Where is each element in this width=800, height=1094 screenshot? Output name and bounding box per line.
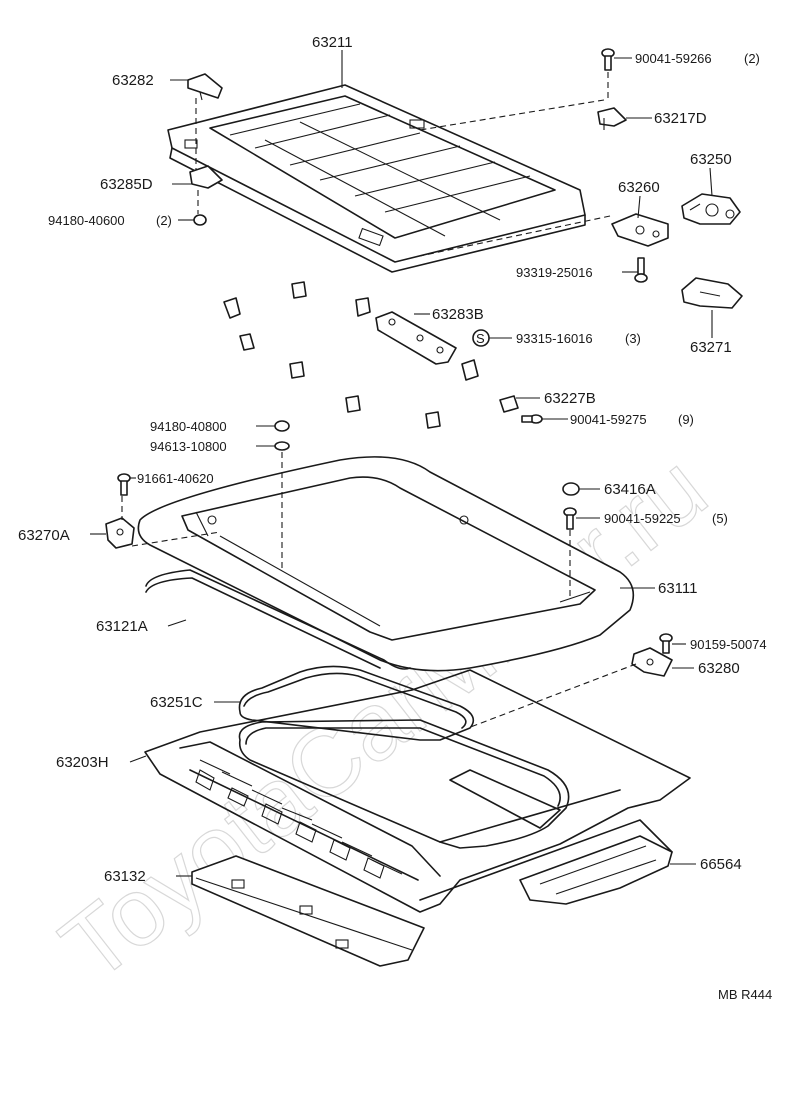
part-63111-housing bbox=[137, 456, 635, 672]
part-90041-59225-screw bbox=[563, 507, 577, 530]
part-63270A-bracket bbox=[105, 517, 135, 549]
part-63211-frame bbox=[167, 84, 586, 273]
part-94180-40600-nut bbox=[193, 214, 207, 226]
label-66564: 66564 bbox=[700, 856, 742, 873]
part-63416A-cap bbox=[562, 482, 580, 496]
label-63271: 63271 bbox=[690, 339, 732, 356]
label-91661-40620: 91661-40620 bbox=[137, 471, 214, 486]
label-63217D: 63217D bbox=[654, 110, 707, 127]
label-94180-40800: 94180-40800 bbox=[150, 419, 227, 434]
figure-code: MB R444 bbox=[718, 987, 772, 1002]
part-63250-motor bbox=[681, 193, 741, 225]
part-63285D-bracket bbox=[189, 165, 223, 189]
leader-lines bbox=[90, 50, 713, 877]
label-63111: 63111 bbox=[658, 580, 698, 597]
small-brackets-63227B bbox=[223, 281, 519, 429]
part-91661-40620-screw bbox=[117, 473, 131, 496]
part-63217D-bracket bbox=[597, 107, 627, 130]
label-90041-59266: 90041-59266 bbox=[635, 51, 712, 66]
label-63283B: 63283B bbox=[432, 306, 484, 323]
label-90041-59275-qty: (9) bbox=[678, 412, 694, 427]
part-94180-40800-nut bbox=[274, 420, 290, 432]
label-s-mark: S bbox=[476, 331, 485, 346]
label-63416A: 63416A bbox=[604, 481, 656, 498]
label-90041-59275: 90041-59275 bbox=[570, 412, 647, 427]
label-93315-16016: 93315-16016 bbox=[516, 331, 593, 346]
label-63121A: 63121A bbox=[96, 618, 148, 635]
label-63270A: 63270A bbox=[18, 527, 70, 544]
label-63250: 63250 bbox=[690, 151, 732, 168]
part-labels: 63211 63282 90041-59266 (2) 63217D 63250… bbox=[18, 34, 772, 1002]
part-94613-10800-washer bbox=[274, 441, 290, 451]
label-94180-40600: 94180-40600 bbox=[48, 213, 125, 228]
part-63283B-rail bbox=[375, 311, 457, 365]
label-93315-16016-qty: (3) bbox=[625, 331, 641, 346]
part-63251C-seal bbox=[238, 665, 570, 849]
label-63285D: 63285D bbox=[100, 176, 153, 193]
part-63271-cover bbox=[681, 277, 743, 309]
label-94180-40600-qty: (2) bbox=[156, 213, 172, 228]
label-63132: 63132 bbox=[104, 868, 146, 885]
part-63132-rail bbox=[191, 855, 425, 967]
part-90041-59275-screw bbox=[521, 414, 543, 424]
label-90041-59266-qty: (2) bbox=[744, 51, 760, 66]
label-90159-50074: 90159-50074 bbox=[690, 637, 767, 652]
label-63211: 63211 bbox=[312, 34, 353, 51]
label-63203H: 63203H bbox=[56, 754, 109, 771]
part-63203H-roof bbox=[144, 669, 691, 913]
label-63227B: 63227B bbox=[544, 390, 596, 407]
label-63260: 63260 bbox=[618, 179, 660, 196]
part-66564-rail bbox=[519, 835, 673, 905]
part-63280-bracket bbox=[631, 647, 673, 677]
part-90159-50074-screw bbox=[659, 633, 673, 654]
alignment-lines bbox=[121, 72, 637, 729]
label-63280: 63280 bbox=[698, 660, 740, 677]
label-94613-10800: 94613-10800 bbox=[150, 439, 227, 454]
part-90041-59266-screw bbox=[601, 48, 615, 71]
part-63121A-weatherstrip bbox=[145, 569, 411, 670]
part-63282-clip bbox=[187, 73, 223, 101]
label-90041-59225-qty: (5) bbox=[712, 511, 728, 526]
label-63282: 63282 bbox=[112, 72, 154, 89]
label-90041-59225: 90041-59225 bbox=[604, 511, 681, 526]
part-63260-drive bbox=[611, 213, 669, 247]
part-93319-25016-bolt bbox=[634, 257, 648, 283]
label-63251C: 63251C bbox=[150, 694, 203, 711]
label-93319-25016: 93319-25016 bbox=[516, 265, 593, 280]
